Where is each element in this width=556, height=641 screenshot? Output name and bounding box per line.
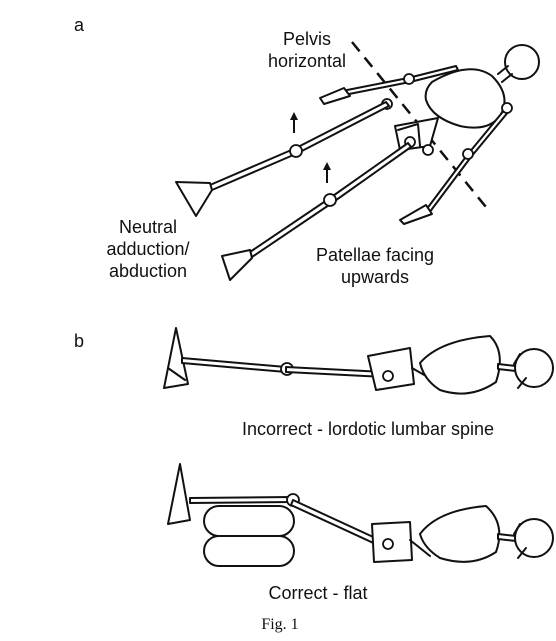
knee-pillow — [204, 506, 294, 536]
pelvis-label-line-1: Pelvis — [283, 28, 331, 50]
adduction-label-line-1: Neutral — [119, 216, 177, 238]
figure-caption: Fig. 1 — [261, 614, 298, 636]
knee-pillow — [204, 536, 294, 566]
incorrect-posture-figure — [164, 328, 553, 394]
head — [498, 45, 539, 82]
patellae-label-line-1: Patellae facing — [316, 244, 434, 266]
correct-caption: Correct - flat — [268, 582, 367, 604]
panel-a-letter: a — [74, 14, 84, 36]
correct-posture-figure — [168, 464, 553, 566]
pelvis-label-line-2: horizontal — [268, 50, 346, 72]
adduction-label-line-2: adduction/ — [106, 238, 189, 260]
panel-b-letter: b — [74, 330, 84, 352]
patellae-label-line-2: upwards — [341, 266, 409, 288]
upper-leg — [176, 102, 389, 216]
incorrect-caption: Incorrect - lordotic lumbar spine — [242, 418, 494, 440]
adduction-label-line-3: abduction — [109, 260, 187, 282]
